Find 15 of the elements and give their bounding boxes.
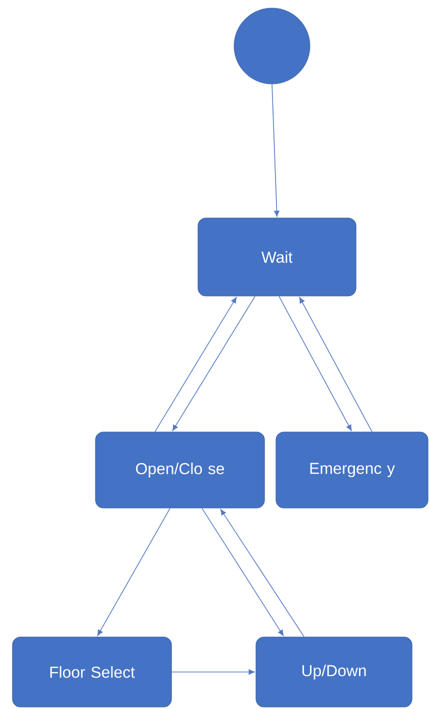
arrow [171,669,255,675]
arrow [272,84,280,217]
arrow [220,509,304,638]
state-box: Up/Down [256,636,412,708]
arrow [299,297,372,432]
arrow [97,508,170,636]
arrow [154,297,237,432]
state-box: Open/Clo se [95,432,265,508]
state-box: Floor Select [12,636,172,708]
state-box: Wait [198,218,356,296]
arrow [202,508,284,636]
arrow [172,296,256,431]
arrow [278,296,352,431]
start-circle [234,8,310,84]
state-box: Emergenc y [276,432,428,508]
